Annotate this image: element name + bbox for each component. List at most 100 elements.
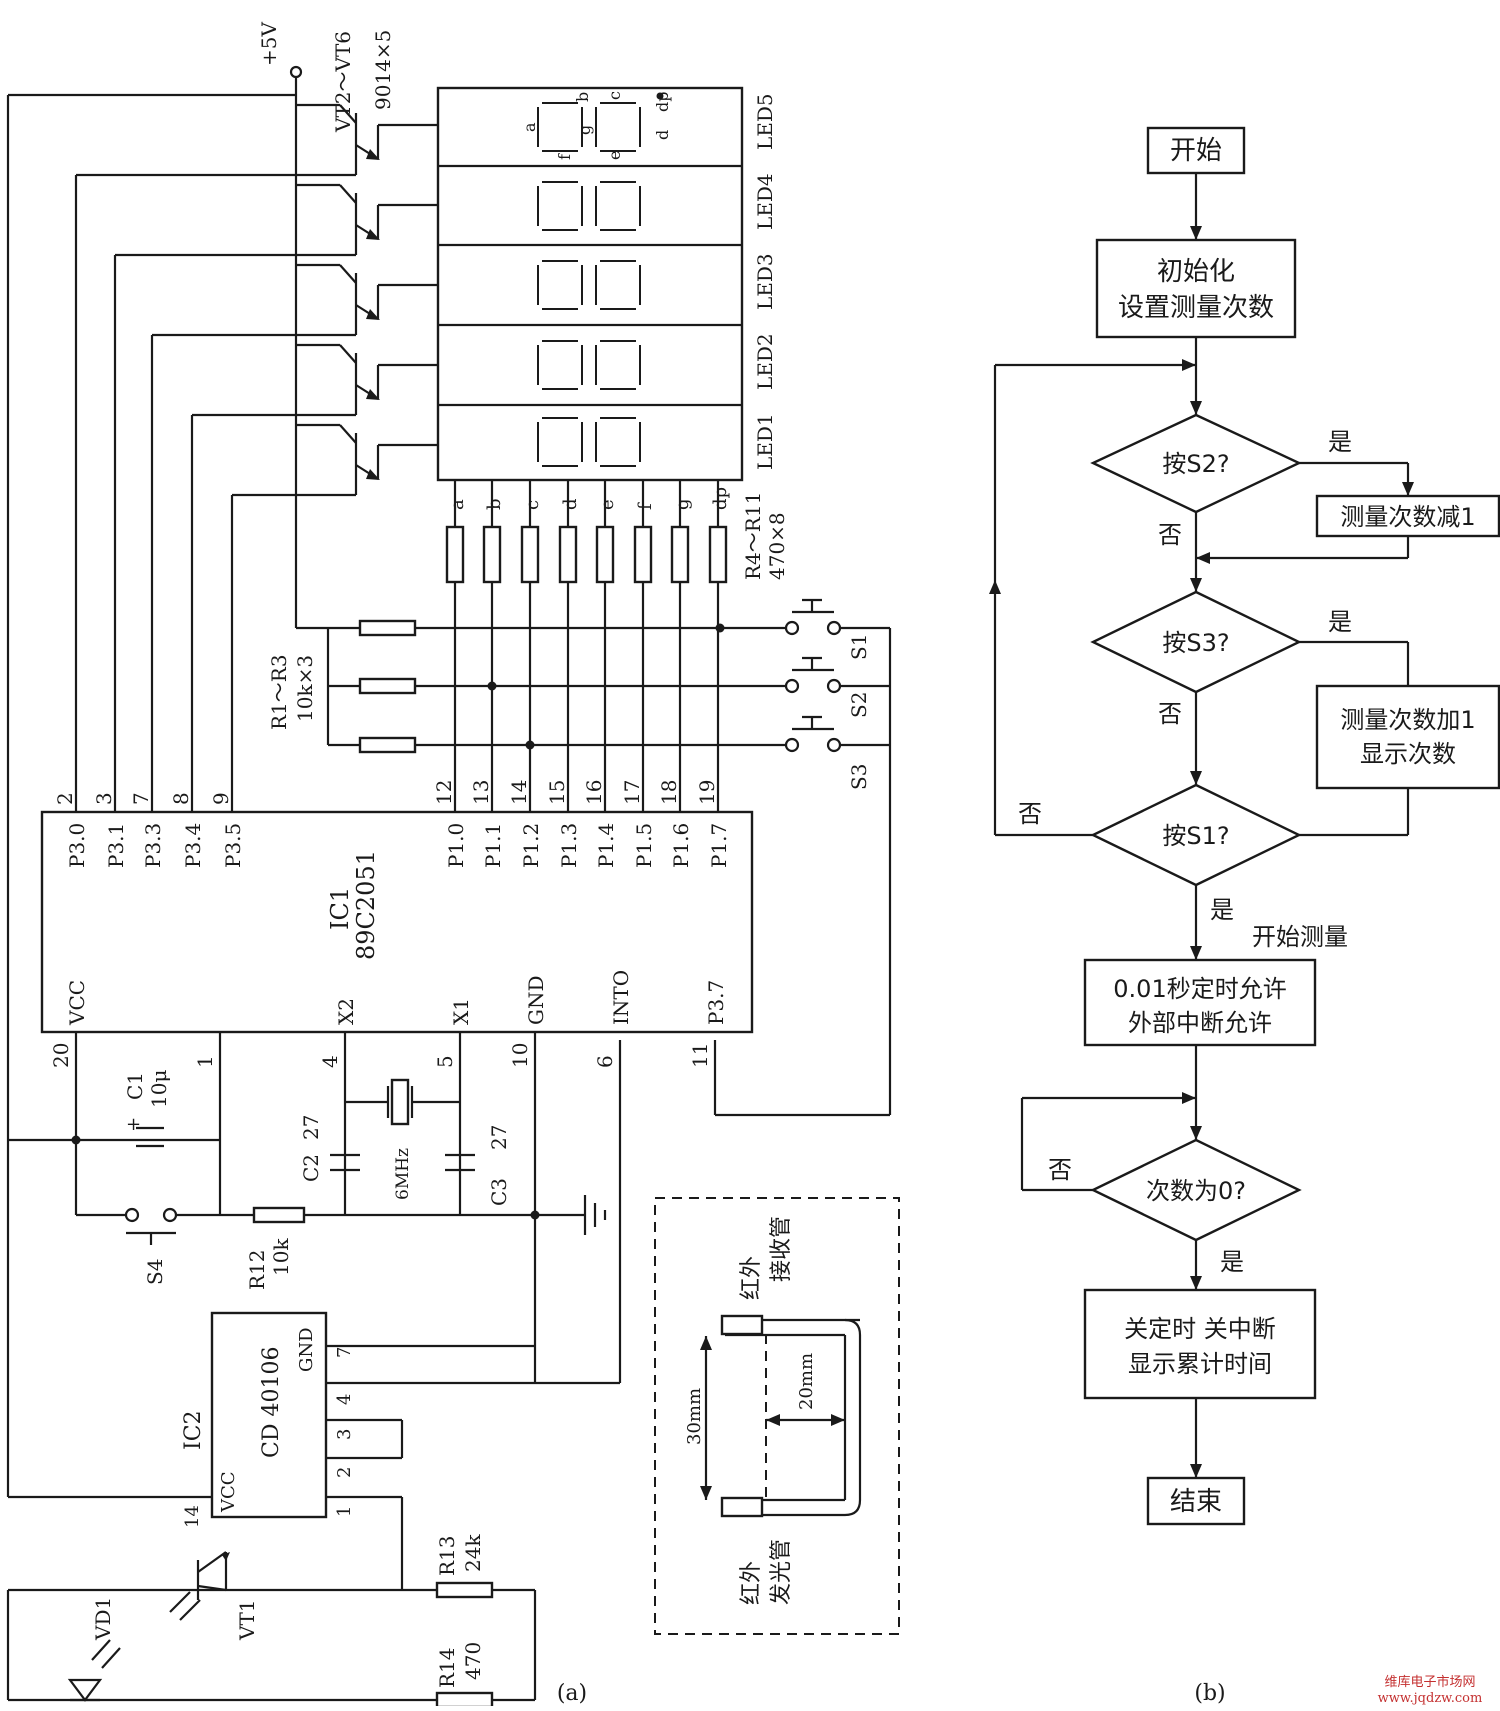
- ir-sensor-circuit: R13 24k R14 470 VT1 VD1: [6, 1534, 537, 1709]
- dim-20-label: 20mm: [796, 1353, 817, 1410]
- ic1-pin-name-P3.7: P3.7: [704, 980, 728, 1025]
- segment-resistor: [482, 525, 502, 584]
- ic1-pin-name-P3.1: P3.1: [104, 823, 128, 868]
- segment-letter-d: d: [560, 498, 581, 510]
- segment-letter-c: c: [522, 500, 543, 510]
- flow-connectors: [989, 173, 1414, 1478]
- ic2-pin-14: 14: [182, 1505, 203, 1528]
- ic1-pin-num-6: 6: [593, 1055, 617, 1068]
- led-digit-outline: [595, 340, 641, 390]
- ic1-pin-num-11: 11: [688, 1043, 712, 1068]
- ic1-pin-name-P1.2: P1.2: [519, 823, 543, 868]
- ic1-pin-name-P1.6: P1.6: [669, 823, 693, 868]
- ic2-vcc-label: VCC: [218, 1471, 239, 1513]
- segment-line-c: c: [520, 480, 543, 812]
- svg-text:+: +: [126, 1114, 141, 1135]
- ic1-pin-name-GND: GND: [524, 975, 548, 1025]
- flow-s3-yes: 是: [1328, 608, 1352, 636]
- receiver-label-2: 接收管: [769, 1216, 794, 1282]
- caption-b: (b): [1194, 1681, 1225, 1706]
- caption-a: (a): [557, 1681, 587, 1706]
- watermark-line2: www.jqdzw.com: [1378, 1691, 1483, 1706]
- seg-a-letter: a: [520, 122, 539, 132]
- led-digit-outline: [595, 417, 641, 467]
- driver-transistor: [190, 343, 438, 812]
- r12-value: 10k: [269, 1238, 293, 1276]
- s1-label: S1: [847, 634, 871, 660]
- flow-timer-box: [1083, 958, 1317, 1047]
- ic1-pin-num-5: 5: [433, 1055, 457, 1068]
- s3-label: S3: [847, 764, 871, 790]
- led-digit-outline: [595, 260, 641, 310]
- pullup-label: R1～R3: [267, 654, 291, 730]
- c1-label: C1: [123, 1072, 147, 1100]
- led-digit-outline: [595, 102, 641, 152]
- ic1-name: IC1: [326, 887, 354, 930]
- c3-label: C3: [487, 1178, 511, 1206]
- ic1-pin-name-INTO: INTO: [609, 970, 633, 1025]
- transistor-value: 9014×5: [371, 30, 395, 110]
- ic1-pin-num-12: 12: [432, 780, 456, 805]
- ic1-pin-name-P3.3: P3.3: [141, 823, 165, 868]
- flow-stop-box: [1083, 1288, 1317, 1400]
- flow-s3-no: 否: [1158, 700, 1182, 728]
- led-digit-outline: [537, 102, 583, 152]
- switch-s1: S1: [720, 598, 871, 660]
- segment-letter-e: e: [597, 499, 618, 510]
- crystal-value: 6MHz: [393, 1148, 413, 1200]
- segment-letter-b: b: [484, 498, 505, 510]
- led3-label: LED3: [753, 253, 777, 310]
- ic1-pin-name-P1.4: P1.4: [594, 823, 618, 868]
- led-display-stack: LED5 LED4 LED3 LED2 LED1 a b c d e f g d…: [436, 86, 777, 482]
- flow-s2-text: 按S2?: [1162, 450, 1229, 478]
- r13-label: R13: [435, 1535, 459, 1576]
- ic1-pin-num-3: 3: [92, 792, 116, 805]
- flow-start-measure: 开始测量: [1252, 923, 1348, 951]
- ic1-pin-name-P3.0: P3.0: [65, 823, 89, 868]
- segment-resistor-label: R4～R11: [741, 492, 765, 580]
- ic1-pin-num-7: 7: [129, 792, 153, 805]
- ic1-pins: 2P3.03P3.17P3.38P3.49P3.512P1.013P1.114P…: [49, 780, 731, 1068]
- digit-driver-transistors: [74, 103, 438, 812]
- segment-line-e: e: [595, 480, 618, 812]
- segment-line-f: f: [633, 480, 656, 812]
- ic1-pin-num-15: 15: [545, 780, 569, 805]
- r14-resistor: [435, 1691, 494, 1709]
- segment-resistor: [595, 525, 615, 584]
- ic1-pin-name-P1.7: P1.7: [707, 823, 731, 868]
- flow-timer-line1: 0.01秒定时允许: [1113, 975, 1286, 1003]
- vd1-label: VD1: [91, 1597, 115, 1641]
- ic1-pin-name-P1.5: P1.5: [632, 823, 656, 868]
- flow-init-box: [1095, 238, 1297, 339]
- oscillator-circuit: C2 27 C3 27 6MHz: [299, 1032, 511, 1215]
- ic2-pin-7: 7: [334, 1347, 355, 1358]
- r1-resistor: [358, 619, 417, 637]
- ic1-pin-num-4: 4: [318, 1055, 342, 1068]
- ic1-pin-num-2: 2: [53, 792, 77, 805]
- r12-resistor: [252, 1206, 306, 1224]
- ic1-pin-num-18: 18: [657, 780, 681, 805]
- ic1-89c2051: 2P3.03P3.17P3.38P3.49P3.512P1.013P1.114P…: [40, 780, 754, 1068]
- flow-timer-line2: 外部中断允许: [1128, 1009, 1272, 1037]
- flow-decision-zero: [1090, 1138, 1302, 1242]
- flow-s1-yes: 是: [1210, 896, 1234, 924]
- ic2-pin-1: 1: [334, 1506, 355, 1517]
- led1-label: LED1: [753, 413, 777, 470]
- ic2-pin-3: 3: [334, 1429, 355, 1440]
- driver-transistor: [113, 183, 438, 812]
- ic1-pin-num-16: 16: [582, 780, 606, 805]
- ic1-model: 89C2051: [352, 850, 380, 960]
- ic2-cd40106: IC2 CD 40106 GND VCC 7 4 3 2 1 14: [8, 1311, 404, 1590]
- driver-transistor: [74, 103, 438, 812]
- c2-value: 27: [299, 1115, 323, 1140]
- ic1-pin-num-1: 1: [193, 1055, 217, 1068]
- ic2-pin-4: 4: [334, 1394, 355, 1405]
- power-rail: +5V VT2～VT6 9014×5: [6, 22, 395, 1497]
- segment-line-dp: dp: [708, 480, 731, 812]
- flow-decision-s3: [1090, 590, 1302, 694]
- flow-zero-yes: 是: [1220, 1248, 1244, 1276]
- seg-e-letter: e: [605, 151, 624, 160]
- circuit-diagram: +5V VT2～VT6 9014×5 LED5 LED4 LED3 LED2 L…: [6, 22, 900, 1709]
- r14-label: R14: [435, 1647, 459, 1688]
